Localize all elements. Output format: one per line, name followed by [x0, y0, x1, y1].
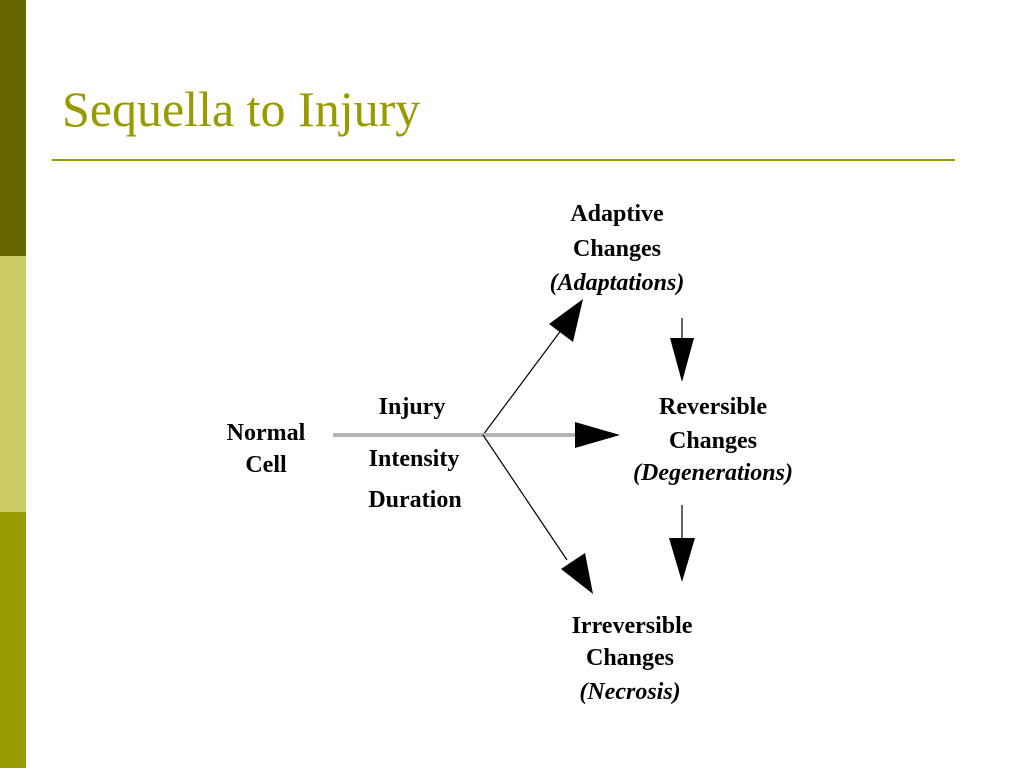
irreversible-line-1: Irreversible: [572, 613, 693, 639]
irreversible-note: (Necrosis): [579, 679, 680, 705]
injury-label: Injury: [379, 394, 446, 420]
intensity-label: Intensity: [369, 446, 460, 472]
arrow-adaptive-to-reversible: [670, 318, 694, 382]
side-accent-bar-middle: [0, 256, 26, 512]
node-normal-cell: Normal Cell: [227, 420, 306, 478]
node-irreversible-changes: Irreversible Changes (Necrosis): [572, 613, 693, 705]
duration-label: Duration: [368, 487, 461, 513]
arrow-to-adaptive: [482, 299, 583, 436]
injury-labels: Injury Intensity Duration: [368, 394, 461, 513]
title-underline: [52, 159, 955, 161]
reversible-line-2: Changes: [669, 428, 757, 454]
adaptive-note: (Adaptations): [550, 270, 685, 296]
arrow-to-irreversible: [482, 434, 593, 594]
node-reversible-changes: Reversible Changes (Degenerations): [633, 394, 793, 486]
normal-cell-line-1: Normal: [227, 420, 306, 446]
adaptive-line-1: Adaptive: [570, 201, 664, 227]
arrow-reversible-to-irreversible: [669, 505, 695, 582]
slide-title: Sequella to Injury: [62, 81, 421, 137]
reversible-line-1: Reversible: [659, 394, 767, 420]
side-accent-bar-top: [0, 0, 26, 256]
adaptive-line-2: Changes: [573, 236, 661, 262]
node-adaptive-changes: Adaptive Changes (Adaptations): [550, 201, 685, 296]
arrow-to-reversible: [483, 422, 620, 448]
reversible-note: (Degenerations): [633, 460, 793, 486]
irreversible-line-2: Changes: [586, 645, 674, 671]
normal-cell-line-2: Cell: [245, 452, 287, 478]
side-accent-bar-bottom: [0, 512, 26, 768]
